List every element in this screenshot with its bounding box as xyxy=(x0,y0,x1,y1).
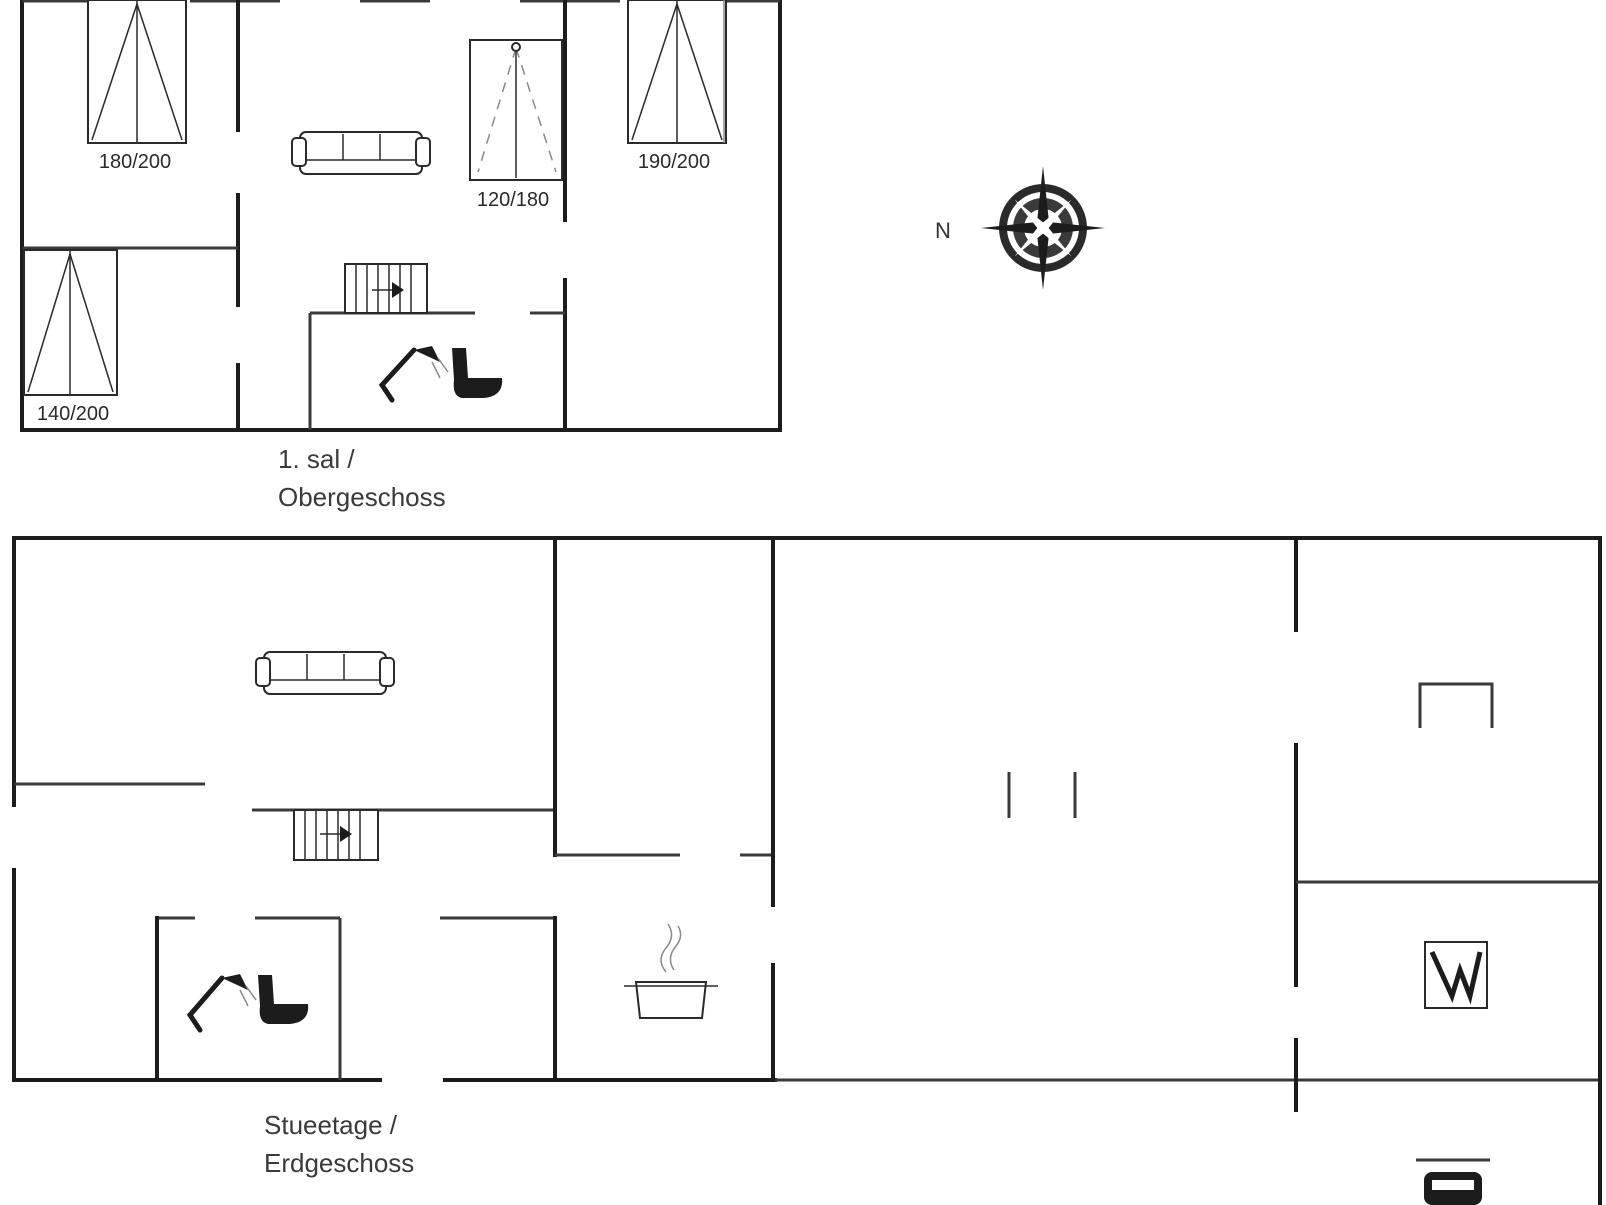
fixture-lines xyxy=(1007,772,1077,818)
north-label: N xyxy=(935,218,951,243)
single-bed-icon xyxy=(469,39,563,181)
upper-floor-label: Obergeschoss xyxy=(278,482,446,512)
shower-icon xyxy=(186,974,257,1033)
toilet-icon xyxy=(258,975,309,1024)
compass: N xyxy=(935,166,1105,290)
car-icon xyxy=(1416,1158,1490,1205)
bed-size-label: 190/200 xyxy=(638,151,710,173)
bed-size-label: 180/200 xyxy=(99,151,171,173)
fireplace-icon xyxy=(1418,682,1494,728)
shower-icon xyxy=(378,346,449,403)
washing-machine-icon xyxy=(1424,941,1488,1009)
ground-floor-label: Stueetage / xyxy=(264,1110,398,1140)
toilet-icon xyxy=(452,348,503,398)
ground-floor: Stueetage / Erdgeschoss xyxy=(12,536,1602,1205)
bed-size-label: 140/200 xyxy=(37,403,109,425)
staircase-icon xyxy=(344,263,428,314)
upper-floor-walls xyxy=(20,0,782,432)
compass-rose-icon xyxy=(981,166,1105,290)
sofa-icon xyxy=(291,131,431,175)
upper-floor-label: 1. sal / xyxy=(278,444,355,474)
cooking-pot-icon xyxy=(624,923,718,1019)
double-bed-icon xyxy=(627,0,727,144)
bed-size-label: 120/180 xyxy=(477,189,549,211)
double-bed-icon xyxy=(23,249,118,396)
double-bed-icon xyxy=(87,0,187,144)
sofa-icon xyxy=(255,651,395,695)
ground-floor-label: Erdgeschoss xyxy=(264,1148,414,1178)
staircase-icon xyxy=(293,809,379,861)
ground-floor-walls xyxy=(12,536,1602,1205)
upper-floor: 180/200 140/200 120/180 xyxy=(20,0,782,512)
